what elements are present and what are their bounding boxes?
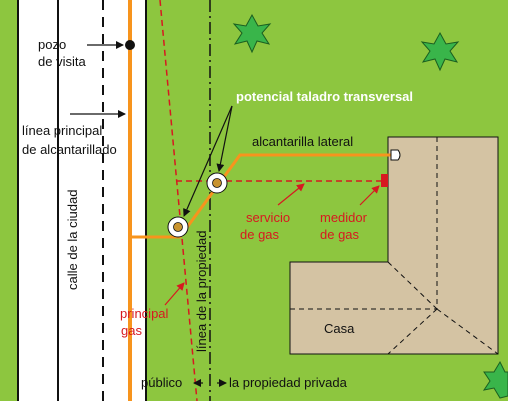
bore-marker-2 bbox=[206, 172, 228, 194]
cleanout-cap-icon bbox=[390, 149, 401, 161]
tree-icon bbox=[420, 31, 460, 72]
manhole-label-2: de visita bbox=[38, 54, 86, 69]
gas-meter-icon bbox=[381, 174, 388, 187]
roof-hip-d bbox=[387, 308, 438, 355]
public-label: público bbox=[141, 375, 182, 390]
gas-meter-label-1: medidor bbox=[320, 210, 368, 225]
tree-icon bbox=[482, 360, 508, 399]
gas-main-arrow bbox=[164, 282, 185, 306]
gas-main-label-2: gas bbox=[121, 323, 142, 338]
gas-main-line bbox=[159, 0, 198, 401]
lateral-sewer-label: alcantarilla lateral bbox=[252, 134, 353, 149]
gas-service-label-2: de gas bbox=[240, 227, 280, 242]
gas-meter-label-2: de gas bbox=[320, 227, 360, 242]
street-label: calle de la ciudad bbox=[65, 190, 80, 290]
main-sewer-label-1: línea principal bbox=[22, 123, 102, 138]
bore-arrow-1 bbox=[183, 105, 233, 217]
manhole-label-1: pozo bbox=[38, 37, 66, 52]
gas-meter-arrow bbox=[359, 185, 380, 206]
gas-service-arrow bbox=[277, 183, 305, 206]
roof-hip-c bbox=[436, 308, 499, 355]
roof-hip-a bbox=[387, 261, 438, 310]
house-label: Casa bbox=[324, 321, 355, 336]
bore-arrow-2 bbox=[216, 105, 233, 172]
gas-service-label-1: servicio bbox=[246, 210, 290, 225]
gas-main-label-1: principal bbox=[120, 306, 169, 321]
property-line-label: línea de la propiedad bbox=[194, 231, 209, 352]
potential-bore-label: potencial taladro transversal bbox=[236, 89, 413, 104]
manhole-icon bbox=[125, 40, 135, 50]
main-sewer-label-2: de alcantarillado bbox=[22, 142, 117, 157]
left-grass-strip bbox=[0, 0, 18, 401]
private-label: la propiedad privada bbox=[229, 375, 348, 390]
tree-icon bbox=[232, 13, 272, 54]
street bbox=[18, 0, 146, 401]
bore-marker-1 bbox=[167, 216, 189, 238]
